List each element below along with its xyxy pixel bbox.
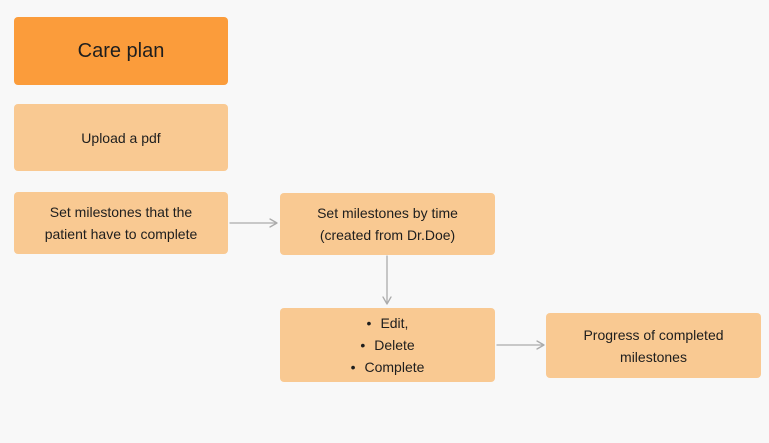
node-set-milestones-patient[interactable]: Set milestones that the patient have to … — [14, 192, 228, 254]
node-label-line: Set milestones by time — [317, 205, 458, 221]
node-label-line: Progress of completed — [583, 326, 724, 343]
bullet-item: Edit, — [280, 312, 495, 334]
connector-actions-to-progress — [496, 340, 545, 350]
node-label: Upload a pdf — [81, 129, 161, 146]
node-set-milestones-time[interactable]: Set milestones by time (created from Dr.… — [280, 193, 495, 255]
node-label: Care plan — [77, 40, 165, 62]
node-label-line: milestones — [620, 348, 687, 365]
node-milestone-actions[interactable]: Edit, Delete Complete — [280, 308, 495, 382]
connector-patient-to-time — [229, 218, 278, 228]
node-care-plan[interactable]: Care plan — [14, 17, 228, 85]
node-progress-completed[interactable]: Progress of completed milestones — [546, 313, 761, 378]
connector-time-to-actions — [382, 255, 392, 305]
node-label-line: patient have to complete — [44, 226, 198, 242]
bullet-item: Complete — [280, 356, 495, 378]
bullet-item: Delete — [280, 334, 495, 356]
node-label-line: Set milestones that the — [49, 204, 193, 220]
node-upload-pdf[interactable]: Upload a pdf — [14, 104, 228, 171]
node-label-line: (created from Dr.Doe) — [319, 227, 456, 243]
milestone-actions-list: Edit, Delete Complete — [280, 312, 495, 378]
